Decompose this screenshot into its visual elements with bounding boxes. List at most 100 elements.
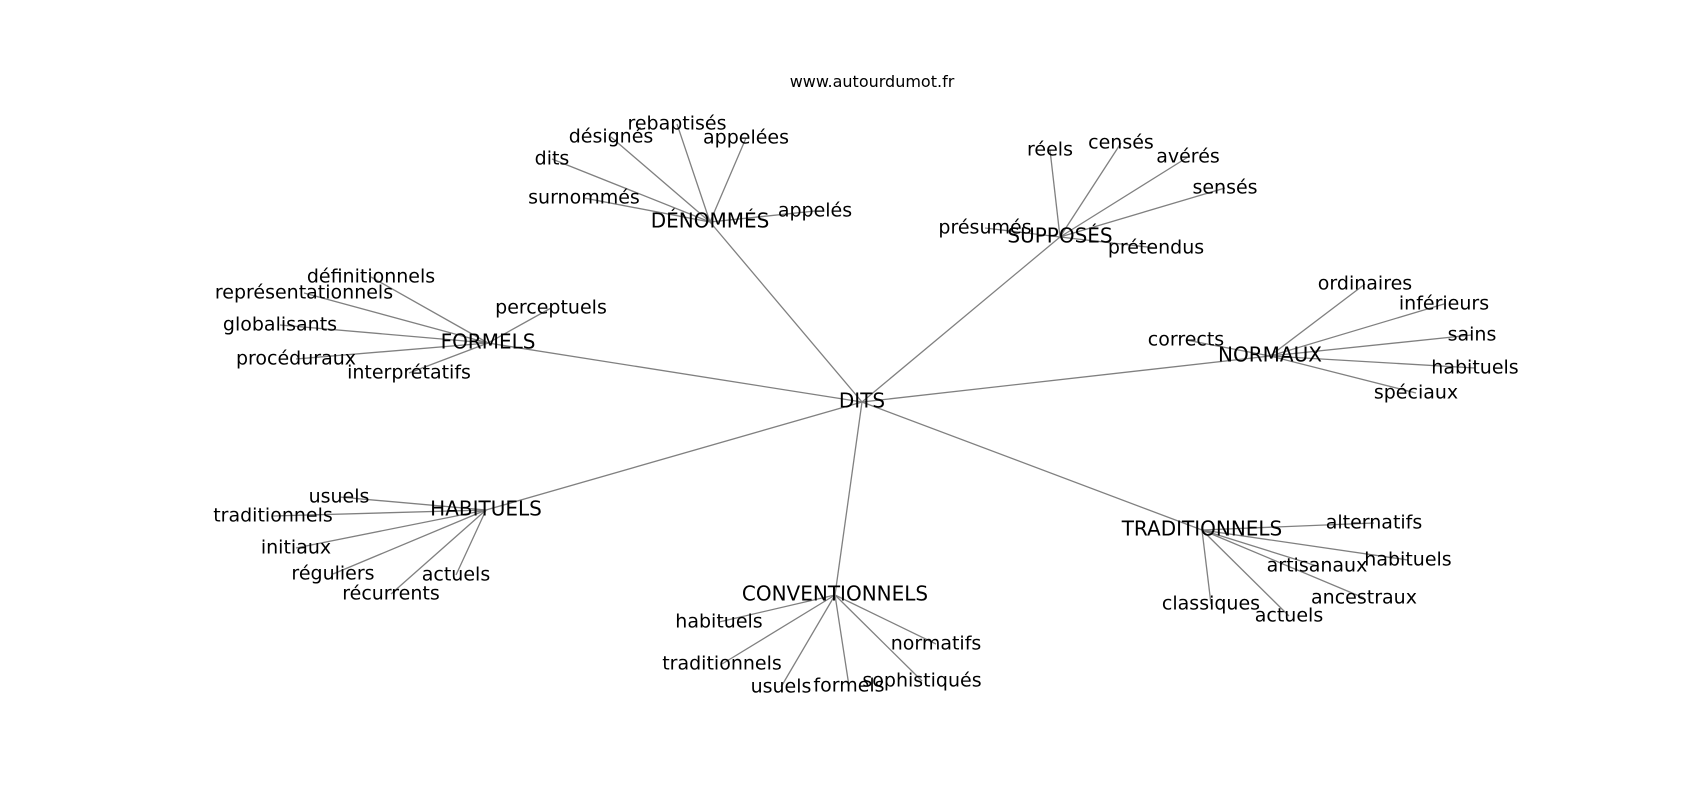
- leaf-node: initiaux: [261, 537, 331, 559]
- edge-4-2: [295, 509, 487, 549]
- edge-1-0: [1049, 149, 1061, 238]
- leaf-node: artisanaux: [1267, 555, 1368, 577]
- edge-root-1: [861, 236, 1061, 403]
- edge-6-3: [834, 594, 923, 682]
- edge-1-5: [1059, 236, 1157, 249]
- edge-4-1: [272, 509, 487, 517]
- leaf-node: récurrents: [342, 583, 440, 605]
- leaf-node: inférieurs: [1399, 293, 1489, 315]
- edge-4-0: [338, 496, 487, 511]
- edge-5-0: [1201, 522, 1375, 531]
- leaf-node: réels: [1027, 139, 1073, 161]
- leaf-node: appelées: [703, 127, 789, 149]
- cluster-node: CONVENTIONNELS: [742, 582, 928, 606]
- cluster-node: HABITUELS: [430, 497, 542, 521]
- leaf-node: surnommés: [528, 187, 640, 209]
- leaf-node: usuels: [751, 676, 812, 698]
- root-node: DITS: [839, 389, 885, 413]
- leaf-node: spéciaux: [1374, 382, 1458, 404]
- edge-root-2: [487, 342, 863, 403]
- edge-2-3: [279, 324, 489, 344]
- cluster-node: DÉNOMMÉS: [651, 209, 770, 233]
- edge-5-3: [1201, 529, 1365, 599]
- edge-root-3: [861, 355, 1271, 403]
- leaf-node: globalisants: [223, 314, 337, 336]
- edge-5-2: [1201, 529, 1318, 567]
- leaf-node: dits: [535, 148, 570, 170]
- leaf-node: rebaptisés: [627, 113, 726, 135]
- edge-3-5: [1269, 355, 1417, 394]
- edge-4-3: [332, 509, 487, 575]
- leaf-node: présumés: [938, 217, 1031, 239]
- leaf-node: usuels: [309, 486, 370, 508]
- edge-0-1: [610, 136, 711, 223]
- edge-3-3: [1269, 334, 1473, 357]
- leaf-node: habituels: [675, 611, 762, 633]
- edge-6-4: [780, 594, 836, 688]
- leaf-node: formels: [813, 675, 884, 697]
- leaf-node: représentationnels: [215, 282, 393, 304]
- leaf-node: définitionnels: [307, 266, 435, 288]
- leaf-node: procéduraux: [236, 348, 356, 370]
- leaf-node: traditionnels: [662, 653, 782, 675]
- edge-6-2: [721, 594, 836, 665]
- leaf-node: prétendus: [1108, 237, 1204, 259]
- edge-2-2: [487, 307, 552, 344]
- edge-2-5: [408, 342, 489, 374]
- leaf-node: classiques: [1162, 593, 1260, 615]
- edge-0-4: [583, 197, 711, 223]
- leaf-node: perceptuels: [495, 297, 607, 319]
- edge-5-1: [1201, 529, 1409, 561]
- edge-0-5: [709, 210, 816, 223]
- edge-3-4: [1269, 355, 1476, 369]
- leaf-node: désignés: [569, 126, 654, 148]
- leaf-node: actuels: [422, 564, 490, 586]
- edge-4-5: [390, 509, 487, 595]
- leaf-node: normatifs: [891, 633, 982, 655]
- cluster-node: SUPPOSÉS: [1007, 224, 1112, 248]
- edge-1-2: [1059, 156, 1189, 238]
- edge-3-2: [1185, 339, 1271, 357]
- leaf-node: interprétatifs: [347, 362, 471, 384]
- leaf-node: actuels: [1255, 605, 1323, 627]
- cluster-node: TRADITIONNELS: [1121, 517, 1283, 541]
- leaf-node: réguliers: [291, 563, 374, 585]
- edge-0-2: [709, 137, 747, 223]
- edge-2-1: [303, 292, 489, 344]
- leaf-node: habituels: [1431, 357, 1518, 379]
- edge-root-0: [709, 221, 863, 403]
- edge-1-3: [1059, 187, 1226, 238]
- edge-3-0: [1269, 283, 1366, 357]
- edge-root-6: [834, 401, 863, 596]
- leaf-node: alternatifs: [1326, 512, 1423, 534]
- cluster-node: FORMELS: [441, 330, 536, 354]
- edge-1-4: [984, 227, 1061, 238]
- edge-root-5: [861, 401, 1203, 531]
- edge-0-3: [551, 158, 711, 223]
- edge-6-5: [834, 594, 850, 687]
- leaf-node: traditionnels: [213, 505, 333, 527]
- edge-3-1: [1269, 303, 1445, 357]
- leaf-node: ancestraux: [1311, 587, 1417, 609]
- edge-5-4: [1201, 529, 1212, 605]
- leaf-node: appelés: [778, 200, 852, 222]
- leaf-node: sains: [1448, 324, 1497, 346]
- leaf-node: habituels: [1364, 549, 1451, 571]
- edge-1-1: [1059, 142, 1122, 238]
- edge-6-0: [718, 594, 836, 623]
- leaf-node: corrects: [1148, 329, 1224, 351]
- edge-4-4: [455, 509, 487, 576]
- site-watermark: www.autourdumot.fr: [790, 72, 955, 91]
- leaf-node: ordinaires: [1318, 273, 1412, 295]
- graph-labels: www.autourdumot.fr DITS DÉNOMMÉS rebaptisé…: [213, 72, 1518, 698]
- edge-6-1: [834, 594, 937, 645]
- cluster-node: NORMAUX: [1218, 343, 1322, 367]
- edge-0-0: [676, 123, 711, 223]
- edge-5-5: [1201, 529, 1290, 617]
- leaf-node: sophistiqués: [862, 670, 981, 692]
- edge-root-4: [485, 401, 863, 511]
- graph-edges: [272, 123, 1476, 688]
- edge-2-0: [370, 276, 489, 344]
- leaf-node: avérés: [1156, 146, 1220, 168]
